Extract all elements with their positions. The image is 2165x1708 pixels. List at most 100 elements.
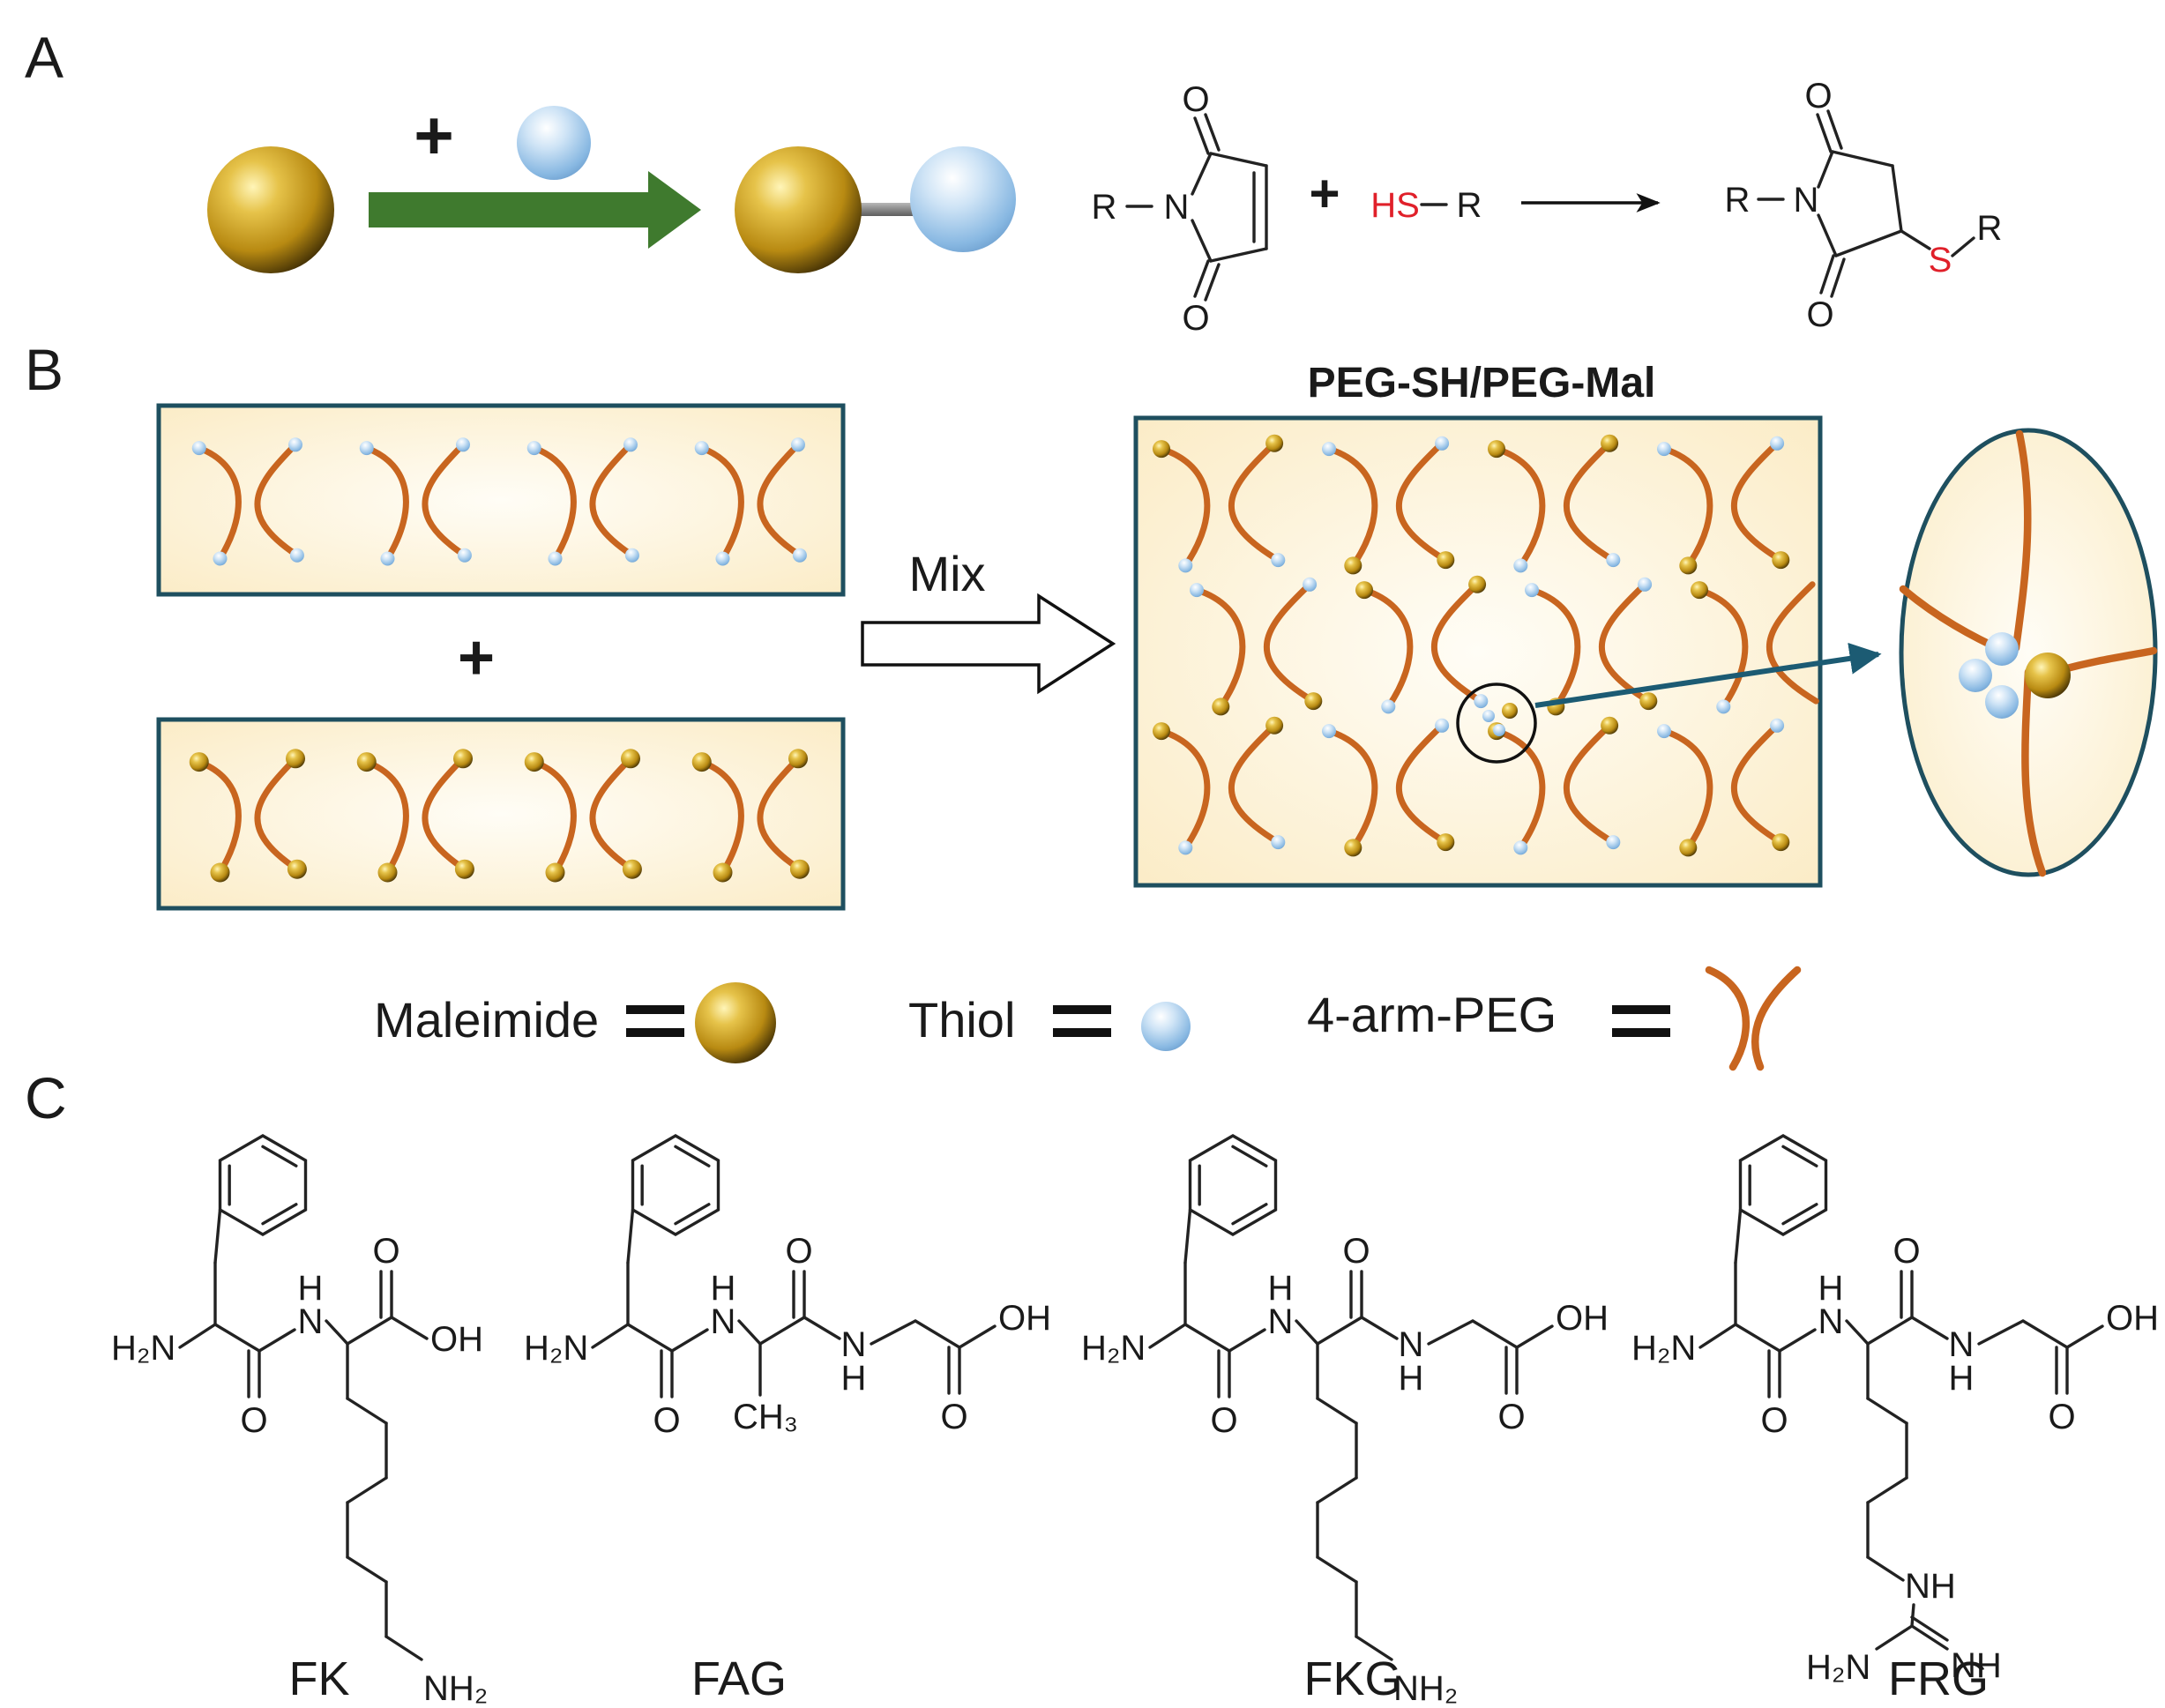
- atom-r: R: [1457, 186, 1482, 225]
- peg-arm: [1228, 440, 1281, 563]
- peg-star: [191, 437, 304, 566]
- peg-arm: [1563, 440, 1616, 563]
- peg-arm: [1395, 722, 1449, 846]
- peg-arm: [1493, 727, 1546, 851]
- maleimide-bead: [210, 862, 230, 883]
- peg-arm: [1158, 445, 1211, 569]
- maleimide-bead: [287, 859, 307, 879]
- atom-o: O: [1182, 299, 1209, 338]
- peg-star: [189, 749, 307, 883]
- thiol-bead: [456, 437, 470, 452]
- scheme-a-cartoon: +: [207, 96, 1016, 273]
- maleimide-bead: [1772, 551, 1790, 570]
- thiol-bead: [1513, 840, 1528, 855]
- maleimide-bead: [1488, 440, 1505, 459]
- legend: Maleimide Thiol 4-arm-PEG: [374, 966, 1802, 1071]
- atom-label: NH₂: [1393, 1669, 1458, 1708]
- maleimide-bead: [1679, 556, 1698, 575]
- peg-arm: [1325, 727, 1378, 851]
- thiol-bead: [289, 548, 304, 563]
- peg-star: [359, 437, 472, 566]
- atom-label: H: [1949, 1359, 1975, 1398]
- highlighted-crosslink: [1456, 682, 1537, 764]
- atom-label: NH: [1905, 1567, 1956, 1606]
- panel-label-c: C: [25, 1065, 67, 1130]
- thiol-bead: [1178, 558, 1193, 573]
- maleimide-bead: [1265, 434, 1284, 452]
- mix-arrow: [861, 593, 1116, 695]
- thiol-bead: [1271, 553, 1286, 568]
- atom-label: O: [653, 1401, 680, 1440]
- thiol-bead: [1435, 718, 1450, 733]
- maleimide-bead: [789, 859, 810, 879]
- thiol-bead: [1513, 558, 1528, 573]
- atom-label: N: [1268, 1302, 1294, 1341]
- thiol-bead: [1606, 553, 1621, 568]
- atom-label: N: [298, 1302, 324, 1341]
- atom-label: O: [2048, 1398, 2075, 1436]
- thiol-bead: [288, 437, 302, 452]
- atom-s: S: [1929, 241, 1952, 280]
- thiol-bead: [1178, 840, 1193, 855]
- thiol-bead: [1638, 577, 1653, 592]
- legend-peg-label: 4-arm-PEG: [1307, 987, 1557, 1042]
- thiol-sphere: [517, 106, 591, 180]
- atom-label: H₂N: [1631, 1329, 1696, 1368]
- peg-arm: [1598, 581, 1652, 705]
- peg-arm: [1493, 445, 1546, 569]
- maleimide-bead: [1304, 692, 1323, 711]
- atom-o: O: [1182, 80, 1209, 119]
- thiol-bead: [380, 551, 395, 566]
- atom-label: CH₃: [733, 1398, 798, 1436]
- conjugate-maleimide-sphere: [735, 146, 862, 273]
- legend-maleimide-sphere: [695, 982, 776, 1063]
- thiol-bead: [1435, 436, 1450, 451]
- atom-label: N: [1818, 1302, 1844, 1341]
- peptide-name-fkg: FKG: [1303, 1652, 1401, 1705]
- peptide-name-fk: FK: [288, 1652, 349, 1705]
- thiol-bead: [715, 551, 730, 566]
- peg-arm: [1696, 586, 1749, 710]
- thiol-bead: [1770, 436, 1785, 451]
- thiol-bead: [213, 551, 228, 566]
- thiol-peg-box: [156, 403, 846, 597]
- maleimide-bead: [1153, 440, 1170, 459]
- thiol-bead: [1657, 442, 1671, 457]
- peg-arm: [1661, 445, 1713, 569]
- thiol-bead: [1190, 583, 1204, 598]
- atom-label: NH₂: [423, 1669, 488, 1708]
- maleimide-structure: R N O O: [1092, 80, 1268, 338]
- maleimide-bead: [1502, 703, 1518, 719]
- hydrogel-network-box: [1133, 415, 1823, 888]
- atom-label: NH: [1951, 1646, 2002, 1685]
- legend-thiol-label: Thiol: [908, 992, 1015, 1048]
- maleimide-bead: [1437, 551, 1455, 570]
- atom-label: O: [940, 1398, 967, 1436]
- thiol-bead: [1985, 685, 2019, 719]
- maleimide-bead: [1437, 833, 1455, 852]
- plus-sign: +: [414, 96, 454, 174]
- thiol-maleimide-reaction: R N O O + HS R R N: [1092, 77, 2003, 338]
- atom-label: O: [785, 1232, 812, 1271]
- thiol-bead: [1985, 632, 2019, 666]
- thiol-bead: [1525, 583, 1539, 598]
- peg-arm: [1730, 440, 1784, 563]
- maleimide-bead: [788, 749, 808, 769]
- peg-star: [526, 437, 639, 566]
- thiol-bead: [1657, 724, 1671, 739]
- legend-maleimide-label: Maleimide: [374, 992, 599, 1048]
- atom-r: R: [1725, 181, 1751, 220]
- atom-label: N: [841, 1325, 867, 1364]
- maleimide-bead: [1679, 839, 1698, 857]
- maleimide-bead: [356, 752, 377, 772]
- peg-arm: [1766, 581, 1819, 705]
- thiol-bead: [1716, 699, 1731, 714]
- peg-arm: [1730, 722, 1784, 846]
- equals-sign: [1612, 1028, 1670, 1037]
- thiol-bead: [1303, 577, 1318, 592]
- maleimide-bead: [691, 752, 712, 772]
- atom-label: OH: [430, 1320, 483, 1359]
- thiol-bead: [624, 548, 639, 563]
